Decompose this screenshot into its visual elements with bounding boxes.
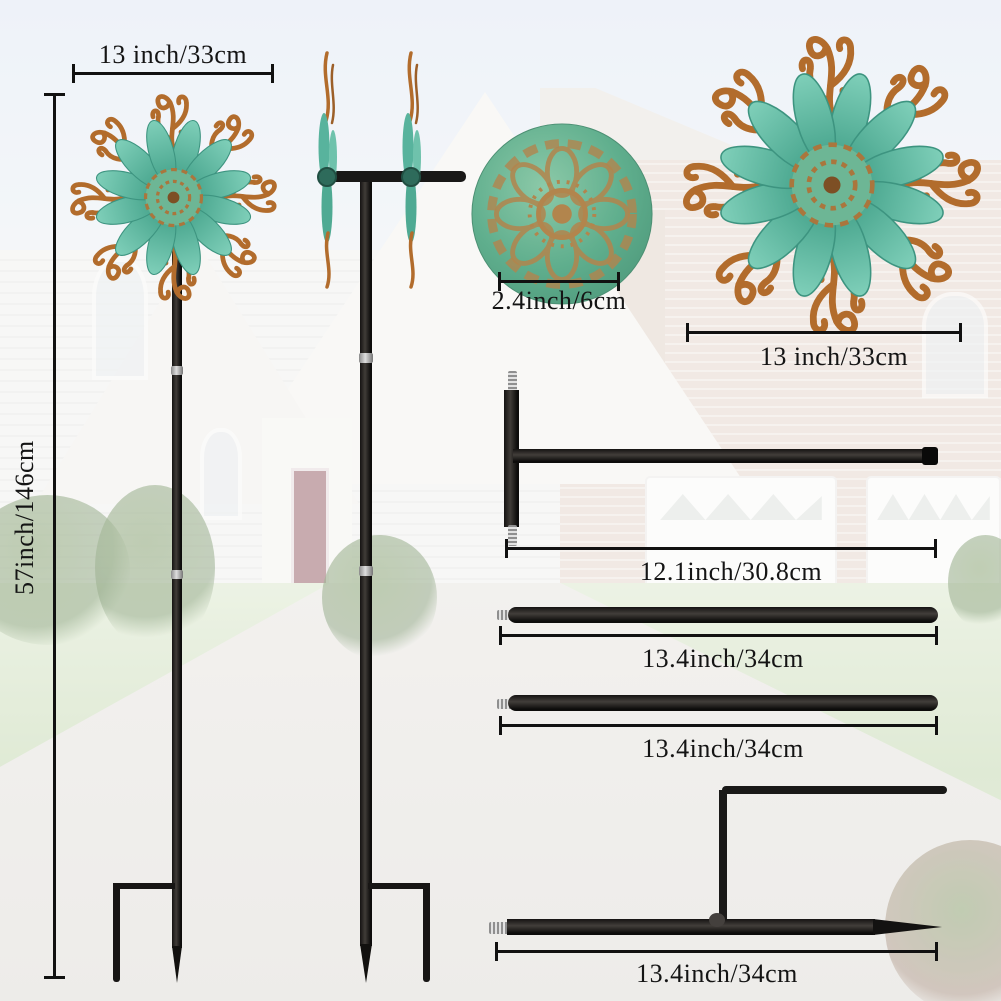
dimension-line-left-spinner-width	[72, 64, 274, 83]
side-pole-connector	[359, 566, 373, 576]
left-pole-fork-bar	[113, 883, 175, 889]
dimension-line-pole-height	[44, 93, 65, 979]
ground-stake-spike-point	[873, 919, 942, 935]
dim-label-ground-stake: 13.4inch/34cm	[636, 959, 798, 988]
dim-label-right-spinner-width: 13 inch/33cm	[759, 342, 909, 371]
t-connector-thread-top	[508, 371, 517, 392]
dim-label-extension-rod-1: 13.4inch/34cm	[642, 644, 804, 673]
dim-label-extension-rod-2: 13.4inch/34cm	[642, 734, 804, 763]
dimension-line-extension-rod-2	[499, 716, 938, 735]
t-connector-end-collar	[922, 447, 938, 465]
left-spinner-wheel	[66, 90, 281, 305]
ground-stake-step-bar	[722, 786, 947, 794]
dim-label-pole-height: 57inch/146cm	[10, 440, 39, 595]
t-connector-thread-bottom	[508, 525, 517, 546]
background-window	[200, 428, 242, 520]
dimension-line-ground-stake	[495, 942, 938, 961]
dim-label-medallion: 2.4inch/6cm	[491, 286, 627, 315]
ground-stake-thread-tip	[489, 922, 509, 934]
side-spinner-pole	[360, 178, 372, 946]
ground-stake-weld	[709, 913, 725, 927]
left-pole-connector	[171, 570, 183, 579]
extension-rod-2-thread	[497, 699, 511, 709]
dim-label-t-connector: 12.1inch/30.8cm	[639, 557, 823, 586]
t-connector-horizontal-rod	[513, 449, 938, 463]
dimension-line-right-spinner-width	[686, 323, 962, 342]
side-pole-fork-prong	[423, 883, 430, 982]
dim-label-left-spinner-width: 13 inch/33cm	[98, 40, 248, 69]
side-pole-fork-bar	[368, 883, 430, 889]
dimension-line-t-connector	[505, 539, 937, 558]
side-pole-connector	[359, 353, 373, 363]
side-pole-spike-tip	[360, 944, 372, 983]
ground-stake-riser	[719, 790, 727, 924]
background-bush	[322, 535, 437, 660]
background-tree	[95, 485, 215, 650]
background-window	[92, 258, 148, 380]
ground-stake-spike-body	[507, 919, 875, 935]
left-pole-spike-tip	[172, 946, 182, 983]
spinner-crossbar	[320, 171, 466, 182]
dimension-line-medallion	[498, 272, 620, 291]
extension-rod-1-thread	[497, 610, 511, 620]
background-window	[922, 292, 988, 398]
left-pole-fork-prong	[113, 883, 120, 982]
side-spinner-head-left	[316, 51, 339, 289]
background-bush	[948, 535, 1001, 630]
extension-rod-2	[508, 695, 938, 711]
medallion	[471, 123, 653, 305]
left-pole-connector	[171, 366, 183, 375]
t-connector-vertical	[504, 390, 519, 527]
dimension-line-extension-rod-1	[499, 626, 938, 645]
side-spinner-head-right	[400, 51, 423, 289]
extension-rod-1	[508, 607, 938, 623]
right-spinner-wheel	[677, 30, 987, 340]
